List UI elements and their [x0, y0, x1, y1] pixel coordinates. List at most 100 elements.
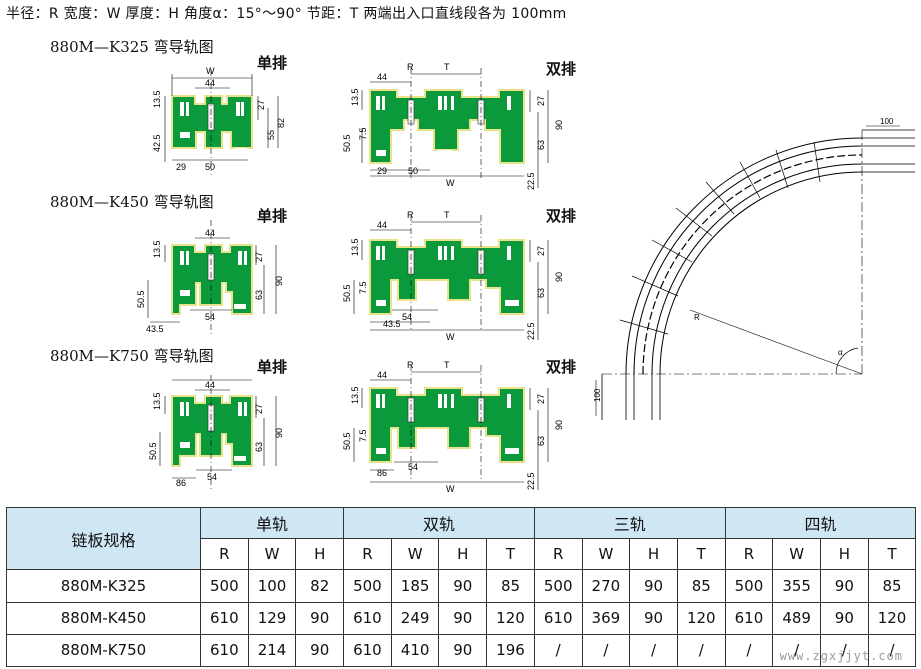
cell: 610 [343, 633, 392, 668]
cell: 82 [295, 569, 345, 603]
sub-header: H [819, 538, 869, 571]
single-row-label-k750: 单排 [257, 358, 288, 376]
cell: 120 [486, 601, 535, 635]
k450-d-dim-13: 13.5 [350, 238, 360, 256]
section-title-k450: 880M—K450 弯导轨图 [50, 193, 214, 211]
sub-header: R [724, 538, 774, 571]
sub-header: H [438, 538, 488, 571]
k450-single-profile [171, 244, 253, 315]
k325-d-dim-7: 7.5 [358, 127, 368, 140]
k750-d-dim-90: 90 [554, 420, 564, 430]
k750-d-dim-13: 13.5 [350, 386, 360, 404]
curve-dim-alpha: α [838, 348, 843, 357]
k450-d-dim-43: 43.5 [383, 319, 401, 329]
group-header-triple: 三轨 [533, 506, 726, 540]
sub-header: R [533, 538, 583, 571]
k325-s-dim-w: W [206, 66, 215, 76]
cell: 249 [390, 601, 440, 635]
k450-s-dim-50: 50.5 [136, 290, 146, 308]
rail-drawings: W 44 13.5 42.5 29 50 27 55 82 R T 44 13.… [136, 62, 915, 494]
k750-d-dim-t: T [444, 360, 450, 370]
k325-d-dim-27: 27 [536, 96, 546, 106]
cell: 85 [867, 569, 917, 603]
sub-header: W [772, 538, 821, 571]
k325-s-dim-13: 13.5 [152, 90, 162, 108]
k750-d-dim-63: 63 [536, 436, 546, 446]
cell: 85 [676, 569, 726, 603]
k750-d-dim-22: 22.5 [526, 472, 536, 490]
k750-d-dim-44: 44 [377, 370, 387, 380]
k750-s-dim-54: 54 [207, 472, 217, 482]
row-name: 880M-K450 [6, 601, 201, 635]
curve-plan-view [595, 125, 915, 420]
curve-dim-r: R [694, 313, 700, 322]
k450-s-dim-13: 13.5 [152, 240, 162, 258]
cell: 270 [581, 569, 631, 603]
k450-d-dim-50: 50.5 [342, 284, 352, 302]
sub-header: W [390, 538, 440, 571]
cell: 129 [247, 601, 297, 635]
double-row-label-k450: 双排 [546, 207, 577, 225]
single-row-label-k325: 单排 [257, 54, 288, 72]
cell: 120 [676, 601, 726, 635]
k750-d-dim-w: W [446, 484, 455, 494]
double-row-label-k325: 双排 [546, 60, 577, 78]
cell: 355 [772, 569, 821, 603]
k325-d-dim-t: T [444, 62, 450, 72]
k325-s-dim-27: 27 [256, 100, 266, 110]
sub-header: T [867, 538, 917, 571]
k750-s-dim-13: 13.5 [152, 392, 162, 410]
cell: 90 [438, 569, 488, 603]
k325-s-dim-50: 50 [205, 162, 215, 172]
k325-d-dim-22: 22.5 [526, 172, 536, 190]
k450-s-dim-54: 54 [205, 312, 215, 322]
k450-d-dim-44: 44 [377, 220, 387, 230]
k750-s-dim-50: 50.5 [148, 442, 158, 460]
k450-d-dim-w: W [446, 332, 455, 342]
cell: 90 [438, 633, 488, 668]
cell: 610 [343, 601, 392, 635]
k450-d-dim-90: 90 [554, 272, 564, 282]
k450-d-dim-63: 63 [536, 288, 546, 298]
k325-s-dim-55: 55 [266, 130, 276, 140]
sub-header: H [629, 538, 678, 571]
sub-header: R [343, 538, 392, 571]
sub-header: H [295, 538, 345, 571]
double-row-label-k750: 双排 [546, 358, 577, 376]
table-row: 880M-K450 610 129 90 610 249 90 120 610 … [6, 601, 917, 635]
k450-d-dim-r: R [407, 210, 414, 220]
section-title-k750: 880M—K750 弯导轨图 [50, 347, 214, 365]
cell: 500 [343, 569, 392, 603]
row-name: 880M-K750 [6, 633, 201, 668]
k750-d-dim-27: 27 [536, 394, 546, 404]
cell: 185 [390, 569, 440, 603]
k450-s-dim-63: 63 [254, 290, 264, 300]
cell: 610 [533, 601, 583, 635]
cell: / [724, 633, 774, 668]
cell: 489 [772, 601, 821, 635]
k750-d-dim-54: 54 [408, 462, 418, 472]
sub-header: T [676, 538, 726, 571]
k450-s-dim-90: 90 [274, 276, 284, 286]
k450-d-dim-t: T [444, 210, 450, 220]
cell: 610 [724, 601, 774, 635]
cell: / [819, 633, 869, 668]
cell: 610 [200, 601, 249, 635]
group-header-single: 单轨 [199, 506, 345, 540]
cell: / [581, 633, 631, 668]
single-row-label-k450: 单排 [257, 207, 288, 225]
watermark: www.zgxjjyt.com [779, 649, 903, 663]
cell: / [867, 633, 917, 668]
spec-header-name: 链板规格 [6, 506, 201, 571]
cell: / [629, 633, 678, 668]
cell: 85 [486, 569, 535, 603]
cell: 90 [629, 601, 678, 635]
k450-s-dim-44: 44 [205, 228, 215, 238]
k750-s-dim-90: 90 [274, 428, 284, 438]
k325-d-dim-44: 44 [377, 72, 387, 82]
k325-s-dim-42: 42.5 [152, 134, 162, 152]
k450-d-dim-22: 22.5 [526, 322, 536, 340]
k325-d-dim-90: 90 [554, 120, 564, 130]
table-row: 880M-K750 610 214 90 610 410 90 196 / / … [6, 633, 917, 668]
cell: 369 [581, 601, 631, 635]
